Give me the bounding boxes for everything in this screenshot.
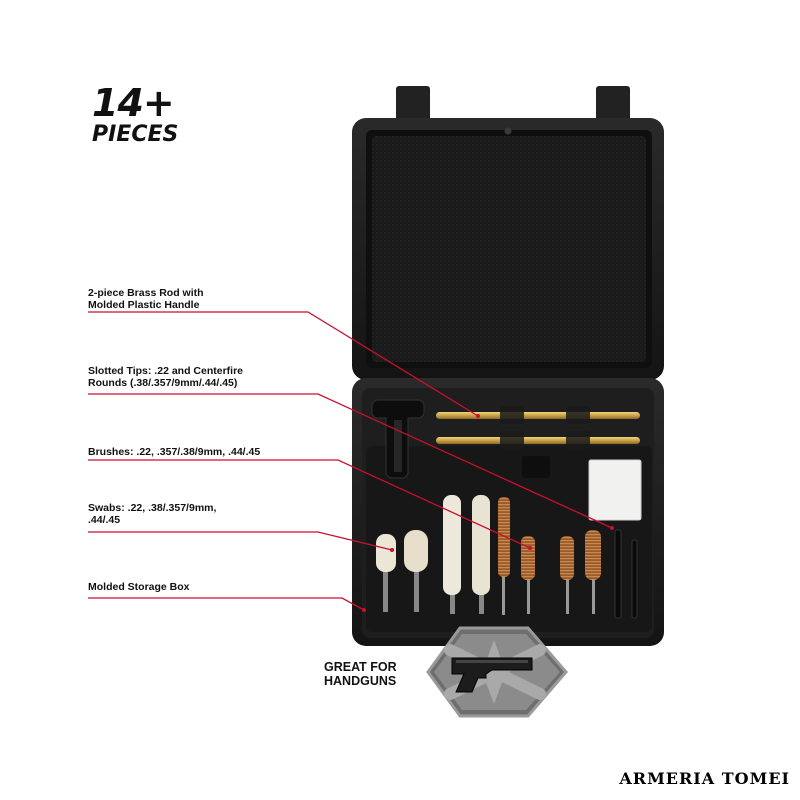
headline-label: PIECES bbox=[92, 122, 179, 147]
handguns-badge-label: GREAT FOR HANDGUNS bbox=[324, 660, 397, 688]
callout-slotted-tips-line1: Slotted Tips: .22 and Centerfire bbox=[88, 365, 244, 377]
headline: 14+ PIECES bbox=[92, 84, 178, 146]
headline-count: 14+ bbox=[92, 81, 175, 125]
watermark: ARMERIA TOMEI bbox=[619, 769, 790, 788]
hexagon-badge-icon bbox=[426, 626, 568, 718]
badge-line2: HANDGUNS bbox=[324, 674, 397, 688]
callout-brushes-line1: Brushes: .22, .357/.38/9mm, .44/.45 bbox=[88, 446, 261, 458]
slotted-tips bbox=[614, 529, 638, 619]
callout-brushes: Brushes: .22, .357/.38/9mm, .44/.45 bbox=[88, 446, 328, 458]
callout-slotted-tips: Slotted Tips: .22 and Centerfire Rounds … bbox=[88, 365, 328, 389]
callout-swabs-line2: .44/.45 bbox=[88, 514, 121, 526]
badge-line1: GREAT FOR bbox=[324, 660, 397, 674]
callout-storage-box-line1: Molded Storage Box bbox=[88, 581, 190, 593]
callout-brass-rod-line1: 2-piece Brass Rod with bbox=[88, 287, 204, 299]
case-compartment bbox=[522, 456, 550, 478]
callout-swabs-line1: Swabs: .22, .38/.357/9mm, bbox=[88, 502, 217, 514]
handgun-icon bbox=[451, 657, 533, 693]
foam-insert bbox=[372, 136, 646, 362]
callout-brass-rod: 2-piece Brass Rod with Molded Plastic Ha… bbox=[88, 287, 328, 311]
lid-hinges bbox=[396, 86, 630, 128]
callout-brass-rod-line2: Molded Plastic Handle bbox=[88, 299, 200, 311]
callout-slotted-tips-line2: Rounds (.38/.357/9mm/.44/.45) bbox=[88, 377, 238, 389]
cleaning-patches bbox=[588, 459, 642, 521]
case-lid bbox=[352, 118, 664, 380]
callout-storage-box: Molded Storage Box bbox=[88, 581, 328, 593]
callout-swabs: Swabs: .22, .38/.357/9mm, .44/.45 bbox=[88, 502, 328, 526]
